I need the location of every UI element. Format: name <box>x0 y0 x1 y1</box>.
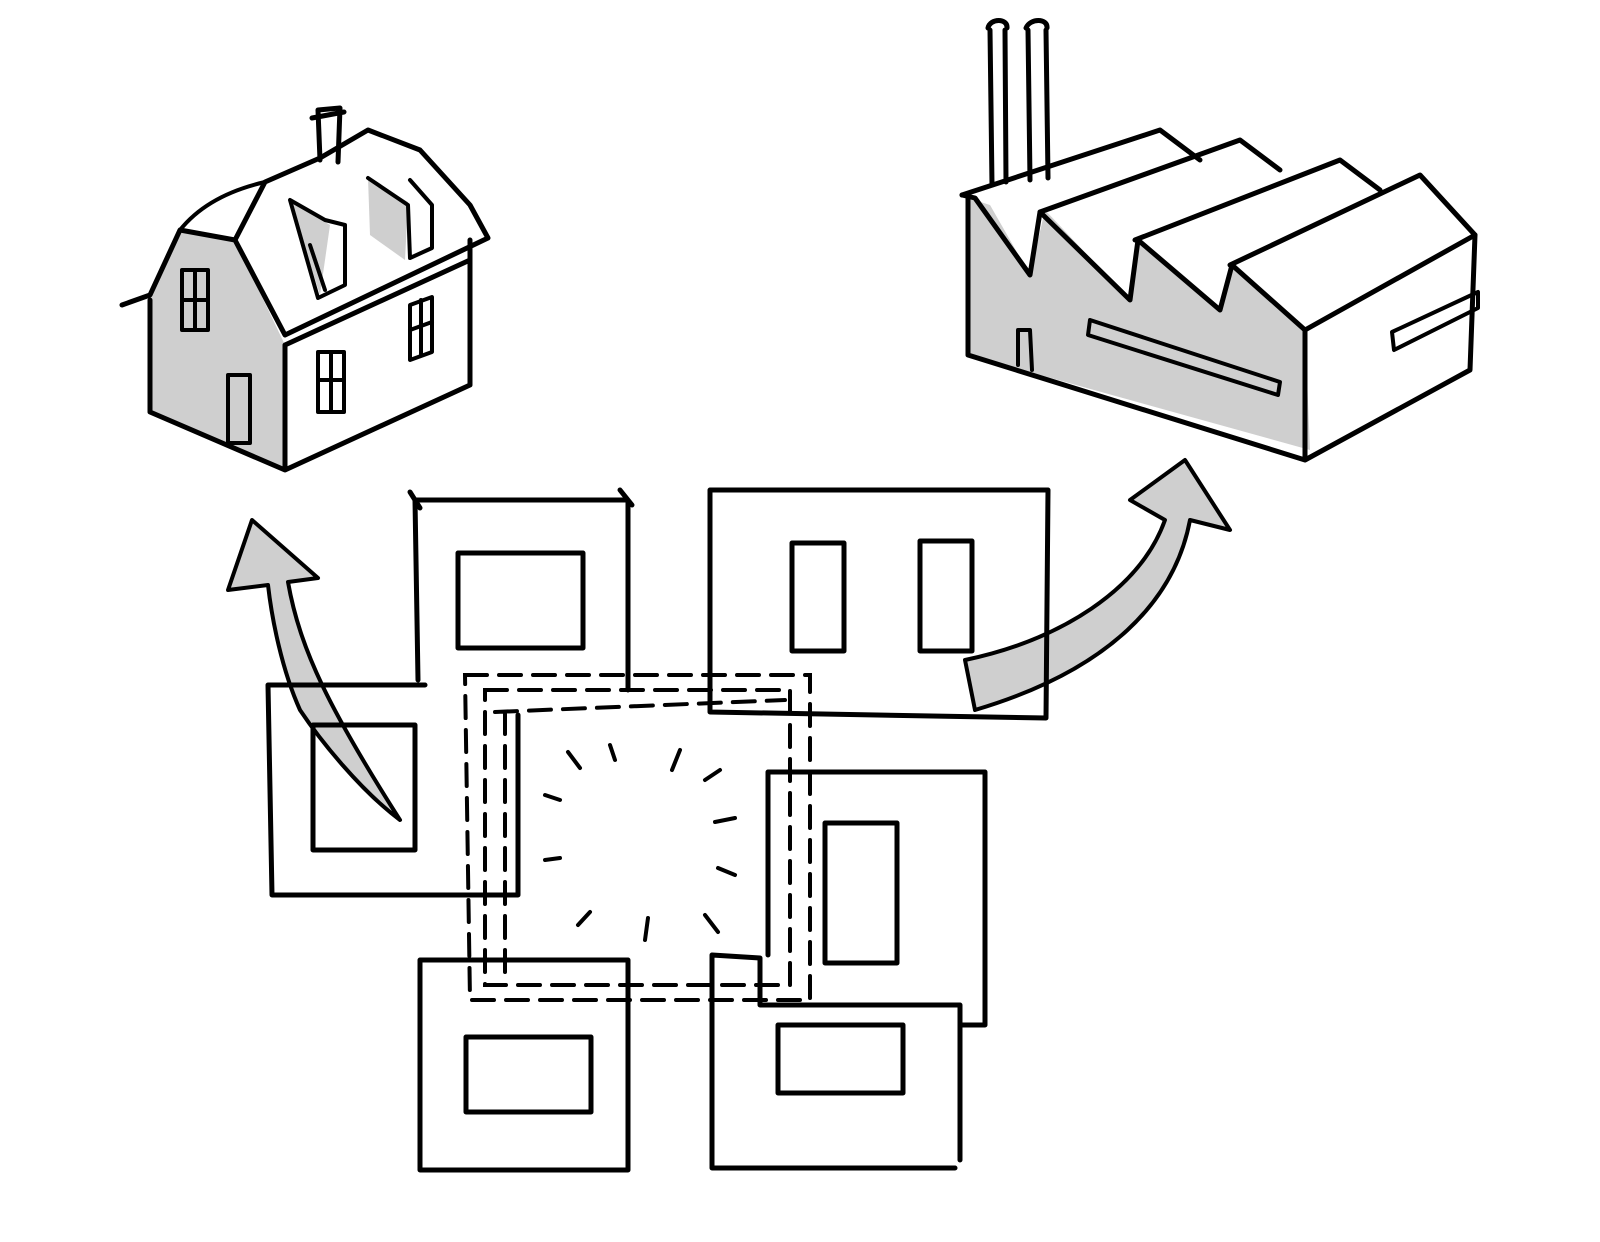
plan-block-bottom-left <box>417 957 631 1173</box>
courtyard-icon <box>462 673 812 1002</box>
factory-front-profile <box>959 192 1308 333</box>
curved-arrow-icon <box>226 458 1232 822</box>
factory-front-shade <box>968 198 1310 450</box>
court-outline-outer <box>462 673 812 1002</box>
house-window-1 <box>316 350 346 414</box>
factory-window-long <box>1086 318 1282 397</box>
factory-door <box>1016 328 1034 372</box>
house-roof-ridge <box>178 180 267 232</box>
plan-window-top-right-a <box>789 540 847 654</box>
house-door <box>226 373 252 445</box>
floor-plan <box>265 487 1051 1173</box>
court-sun-marks <box>543 743 737 942</box>
court-inner-return <box>493 698 787 977</box>
court-outline-inner <box>483 688 792 987</box>
factory-chimney-left <box>985 18 1010 188</box>
house-icon <box>119 105 491 473</box>
factory-icon <box>959 18 1480 463</box>
plan-block-top-left <box>407 487 635 693</box>
plan-window-top-left <box>455 550 586 651</box>
plan-block-bottom-right <box>709 952 963 1171</box>
plan-block-top-right <box>707 487 1051 721</box>
plan-window-bottom-right <box>775 1022 906 1096</box>
house-gable-window <box>180 268 210 332</box>
house-roof <box>119 127 491 338</box>
house-chimney <box>309 105 347 165</box>
factory-window-side <box>1390 290 1480 352</box>
arrow-to-house <box>226 518 402 822</box>
arrow-to-factory <box>963 458 1232 712</box>
house-dormer-right <box>366 176 434 260</box>
plan-window-mid-left <box>310 722 418 853</box>
plan-block-mid-right <box>765 769 988 1028</box>
house-dormer-left <box>288 198 347 300</box>
plan-window-mid-right <box>822 820 900 966</box>
factory-roofs <box>959 127 1478 333</box>
house-window-2 <box>408 295 434 362</box>
house-gable-wall <box>150 230 285 470</box>
house-walls <box>147 237 473 473</box>
plan-window-bottom-left <box>463 1034 594 1115</box>
plan-block-mid-left <box>265 682 521 898</box>
factory-chimney-right <box>1023 18 1051 183</box>
factory-walls <box>965 195 1478 463</box>
plan-window-top-right-b <box>917 538 975 654</box>
